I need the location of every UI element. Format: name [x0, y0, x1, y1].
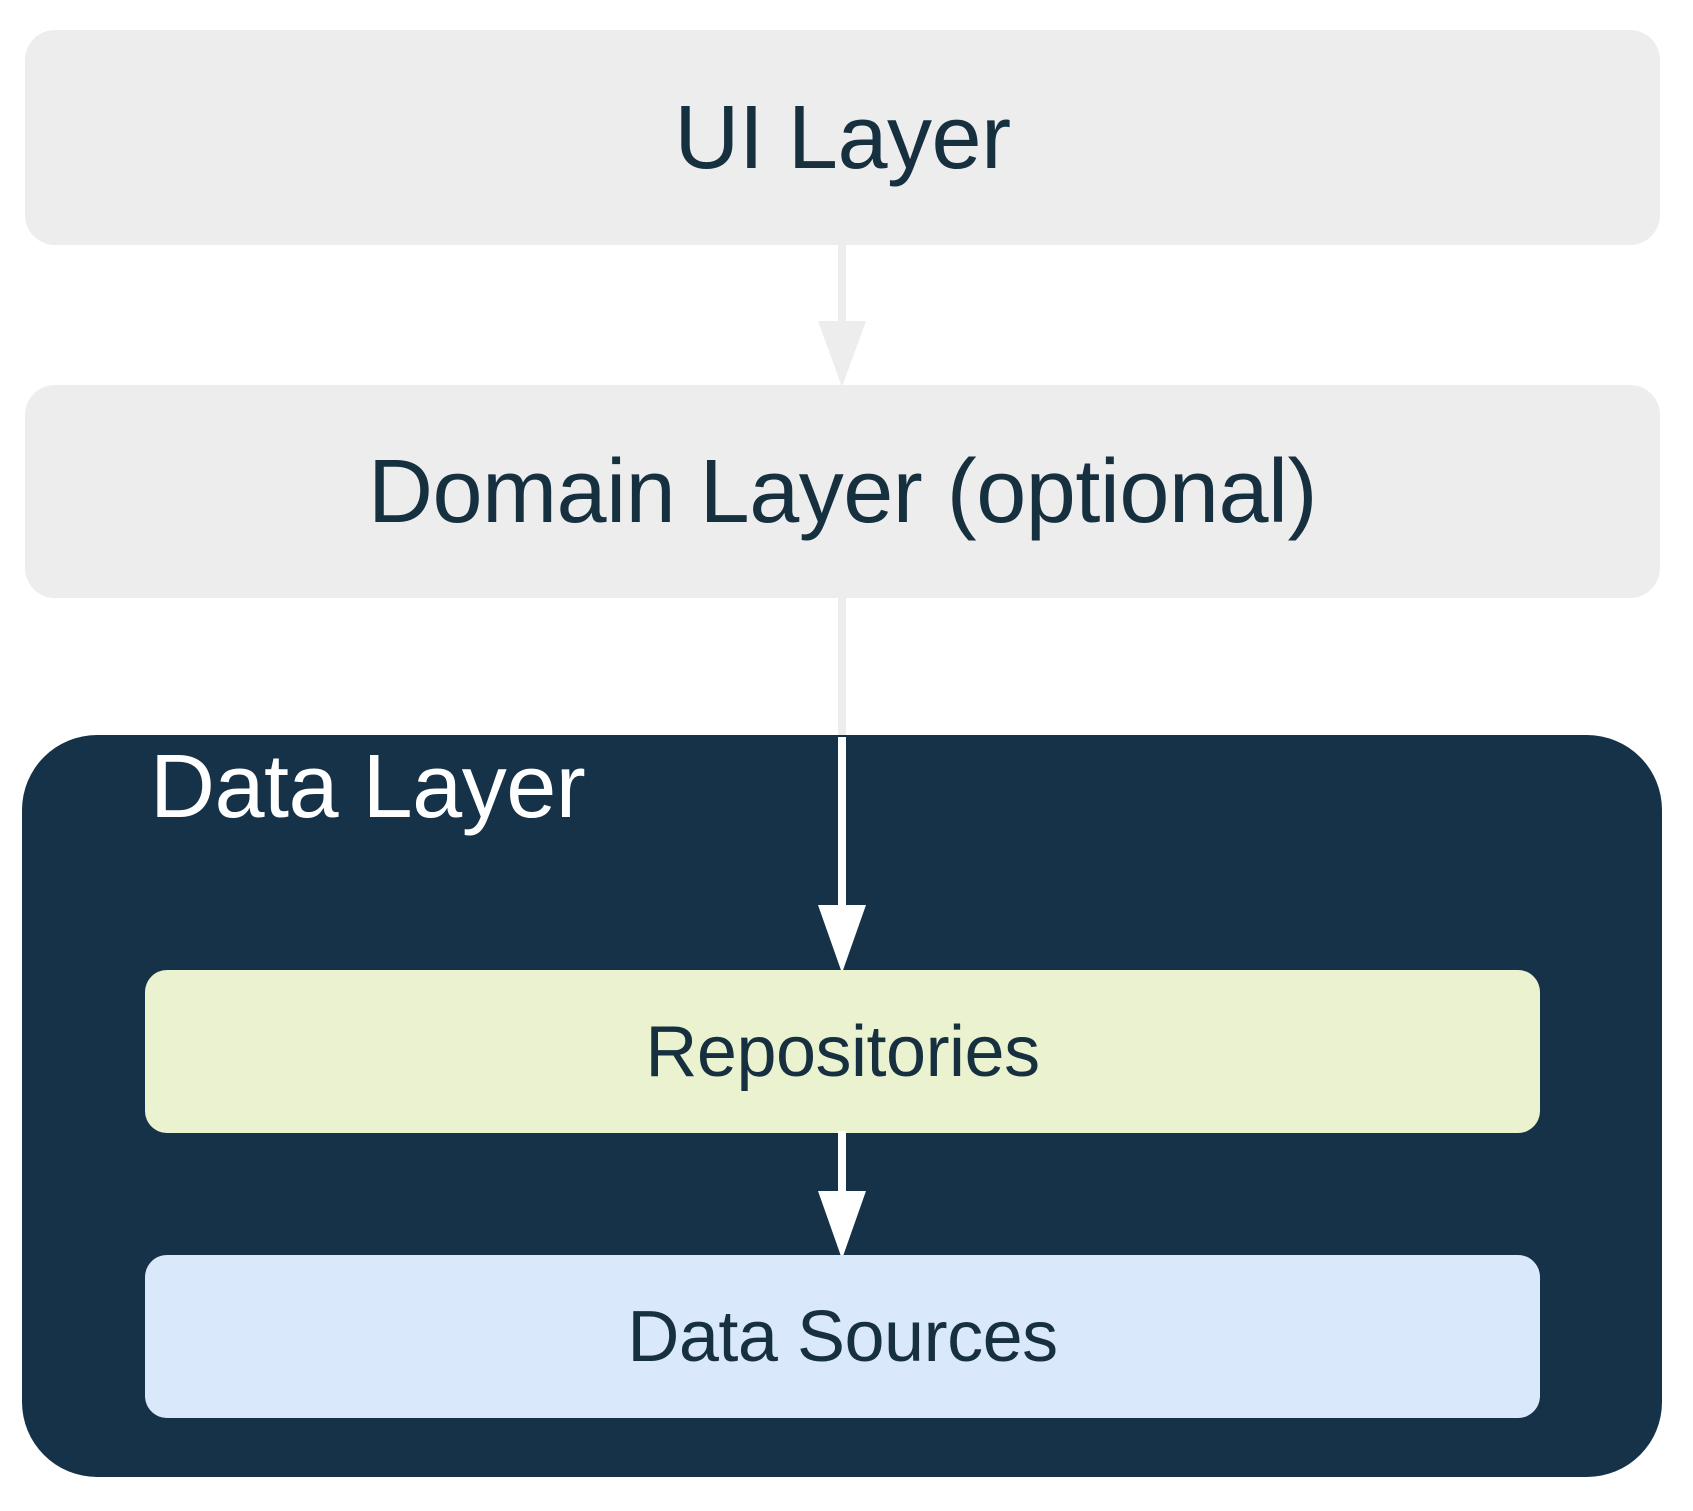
data-sources-label: Data Sources	[627, 1296, 1058, 1377]
repositories-label: Repositories	[645, 1011, 1040, 1092]
ui-layer-box: UI Layer	[25, 30, 1660, 245]
data-sources-box: Data Sources	[145, 1255, 1540, 1418]
repositories-box: Repositories	[145, 970, 1540, 1133]
domain-layer-label: Domain Layer (optional)	[368, 441, 1317, 542]
domain-layer-box: Domain Layer (optional)	[25, 385, 1660, 598]
arrow-domain-to-data-icon	[818, 596, 866, 739]
data-layer-label: Data Layer	[150, 737, 586, 837]
arrow-ui-to-domain-icon	[818, 243, 866, 387]
ui-layer-label: UI Layer	[674, 87, 1011, 188]
